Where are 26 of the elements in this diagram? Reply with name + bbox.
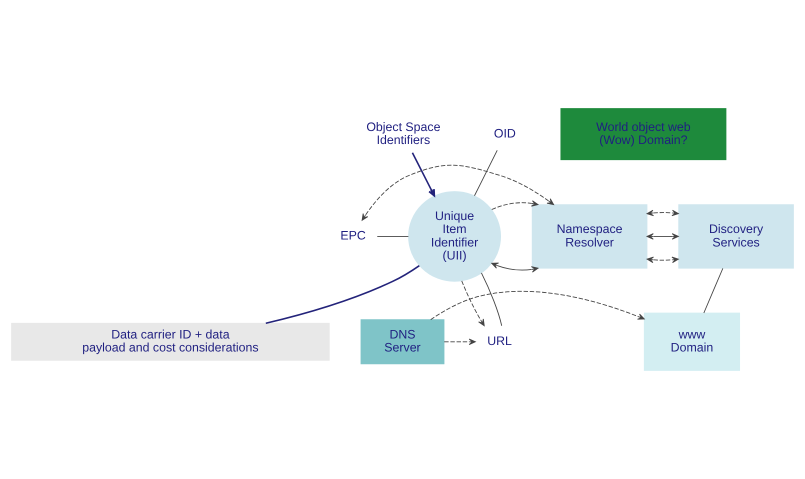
arrow (412, 152, 436, 197)
connector (481, 272, 502, 326)
node-box: www Domain (644, 312, 740, 371)
connector (376, 236, 409, 237)
node-box: Discovery Services (678, 204, 794, 269)
node-box: Namespace Resolver (532, 204, 648, 269)
node-text: URL (487, 334, 512, 348)
arrow (646, 233, 679, 240)
arrow (444, 338, 476, 345)
arrow (461, 280, 485, 326)
arrow (430, 290, 645, 320)
connector (474, 150, 498, 196)
arrow (491, 200, 538, 210)
node-text: EPC (340, 228, 366, 243)
connector (266, 265, 420, 324)
arrow (491, 262, 538, 273)
arrow (362, 164, 554, 221)
node-box: DNS Server (360, 319, 444, 364)
node-box: Data carrier ID + data payload and cost considerations (11, 322, 330, 361)
node-box: World object web (Wow) Domain? (560, 108, 726, 160)
node-text: Object Space Identifiers (366, 120, 440, 148)
node-circle: Unique Item Identifier (UII) (408, 191, 502, 282)
node-text: OID (494, 126, 516, 140)
connector (703, 268, 724, 314)
arrow (646, 210, 679, 216)
arrow (646, 256, 679, 264)
